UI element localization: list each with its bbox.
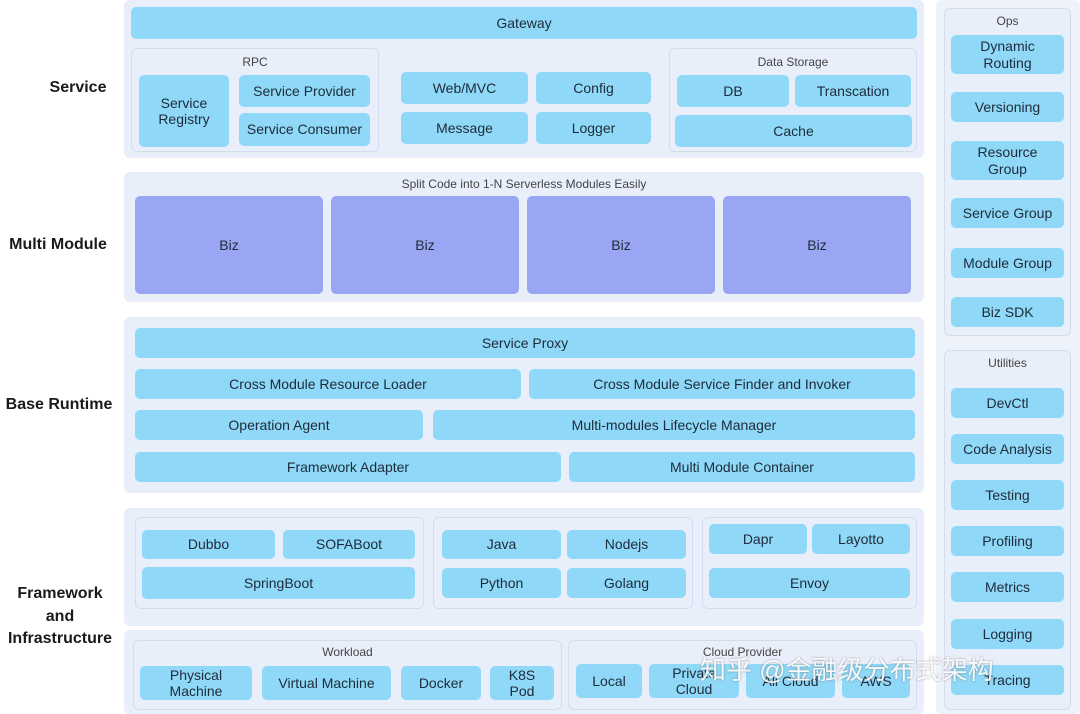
- resource-loader-box[interactable]: Cross Module Resource Loader: [135, 369, 521, 399]
- biz-module[interactable]: Biz: [135, 196, 323, 294]
- logger-box[interactable]: Logger: [536, 112, 651, 144]
- rpc-group: [131, 48, 379, 152]
- springboot-box[interactable]: SpringBoot: [142, 567, 415, 599]
- ops-item-resource-group[interactable]: Resource Group: [951, 141, 1064, 180]
- python-box[interactable]: Python: [442, 568, 561, 598]
- ops-item-biz-sdk[interactable]: Biz SDK: [951, 297, 1064, 327]
- web-mvc-box[interactable]: Web/MVC: [401, 72, 528, 104]
- data-storage-title: Data Storage: [757, 55, 829, 69]
- utility-item-profiling[interactable]: Profiling: [951, 526, 1064, 556]
- watermark-text: 知乎 @金融级分布式架构: [700, 655, 994, 685]
- biz-module[interactable]: Biz: [331, 196, 519, 294]
- multi-module-caption: Split Code into 1-N Serverless Modules E…: [401, 177, 647, 191]
- finder-invoker-box[interactable]: Cross Module Service Finder and Invoker: [529, 369, 915, 399]
- utility-item-code-analysis[interactable]: Code Analysis: [951, 434, 1064, 464]
- cloud-provider-group: [568, 640, 917, 710]
- golang-box[interactable]: Golang: [567, 568, 686, 598]
- utilities-title: Utilities: [988, 356, 1027, 370]
- service-proxy-box[interactable]: Service Proxy: [135, 328, 915, 358]
- service-registry-box[interactable]: Service Registry: [139, 75, 229, 147]
- utility-item-tracing[interactable]: Tracing: [951, 665, 1064, 695]
- multi-module-container-box[interactable]: Multi Module Container: [569, 452, 915, 482]
- framework-adapter-box[interactable]: Framework Adapter: [135, 452, 561, 482]
- service-provider-box[interactable]: Service Provider: [239, 75, 370, 107]
- utility-item-metrics[interactable]: Metrics: [951, 572, 1064, 602]
- ops-item-dynamic-routing[interactable]: Dynamic Routing: [951, 35, 1064, 74]
- cloud-provider-title: Cloud Provider: [702, 645, 783, 659]
- virtual-machine-box[interactable]: Virtual Machine: [262, 666, 391, 700]
- service-consumer-box[interactable]: Service Consumer: [239, 113, 370, 146]
- gateway-box[interactable]: Gateway: [131, 7, 917, 39]
- cache-box[interactable]: Cache: [675, 115, 912, 147]
- sofaboot-box[interactable]: SOFABoot: [283, 530, 415, 559]
- private-cloud-box[interactable]: Private Cloud: [649, 664, 739, 698]
- k8s-pod-box[interactable]: K8S Pod: [490, 666, 554, 700]
- language-group: [433, 517, 693, 609]
- mesh-group: [702, 517, 917, 609]
- data-storage-group: [669, 48, 917, 152]
- biz-module[interactable]: Biz: [527, 196, 715, 294]
- rpc-title: RPC: [242, 55, 268, 69]
- lifecycle-manager-box[interactable]: Multi-modules Lifecycle Manager: [433, 410, 915, 440]
- framework-java-group: [135, 517, 424, 609]
- utility-item-testing[interactable]: Testing: [951, 480, 1064, 510]
- layer-label-multi-module: Multi Module: [9, 235, 107, 253]
- transaction-box[interactable]: Transcation: [795, 75, 911, 107]
- operation-agent-box[interactable]: Operation Agent: [135, 410, 423, 440]
- docker-box[interactable]: Docker: [401, 666, 481, 700]
- ops-item-versioning[interactable]: Versioning: [951, 92, 1064, 122]
- ops-title: Ops: [996, 14, 1019, 28]
- db-box[interactable]: DB: [677, 75, 789, 107]
- physical-machine-box[interactable]: Physical Machine: [140, 666, 252, 700]
- dapr-box[interactable]: Dapr: [709, 524, 807, 554]
- layotto-box[interactable]: Layotto: [812, 524, 910, 554]
- dubbo-box[interactable]: Dubbo: [142, 530, 275, 559]
- utility-item-logging[interactable]: Logging: [951, 619, 1064, 649]
- message-box[interactable]: Message: [401, 112, 528, 144]
- biz-module[interactable]: Biz: [723, 196, 911, 294]
- envoy-box[interactable]: Envoy: [709, 568, 910, 598]
- nodejs-box[interactable]: Nodejs: [567, 530, 686, 559]
- layer-label-framework: Framework and Infrastructure: [7, 585, 113, 648]
- utility-item-devctl[interactable]: DevCtl: [951, 388, 1064, 418]
- config-box[interactable]: Config: [536, 72, 651, 104]
- workload-group: [133, 640, 562, 710]
- layer-label-service: Service: [49, 78, 107, 96]
- ali-cloud-box[interactable]: Ali Cloud: [746, 664, 835, 698]
- java-box[interactable]: Java: [442, 530, 561, 559]
- ops-item-module-group[interactable]: Module Group: [951, 248, 1064, 278]
- workload-title: Workload: [322, 645, 373, 659]
- aws-box[interactable]: AWS: [842, 664, 910, 698]
- local-box[interactable]: Local: [576, 664, 642, 698]
- ops-item-service-group[interactable]: Service Group: [951, 198, 1064, 228]
- layer-label-base-runtime: Base Runtime: [5, 395, 113, 413]
